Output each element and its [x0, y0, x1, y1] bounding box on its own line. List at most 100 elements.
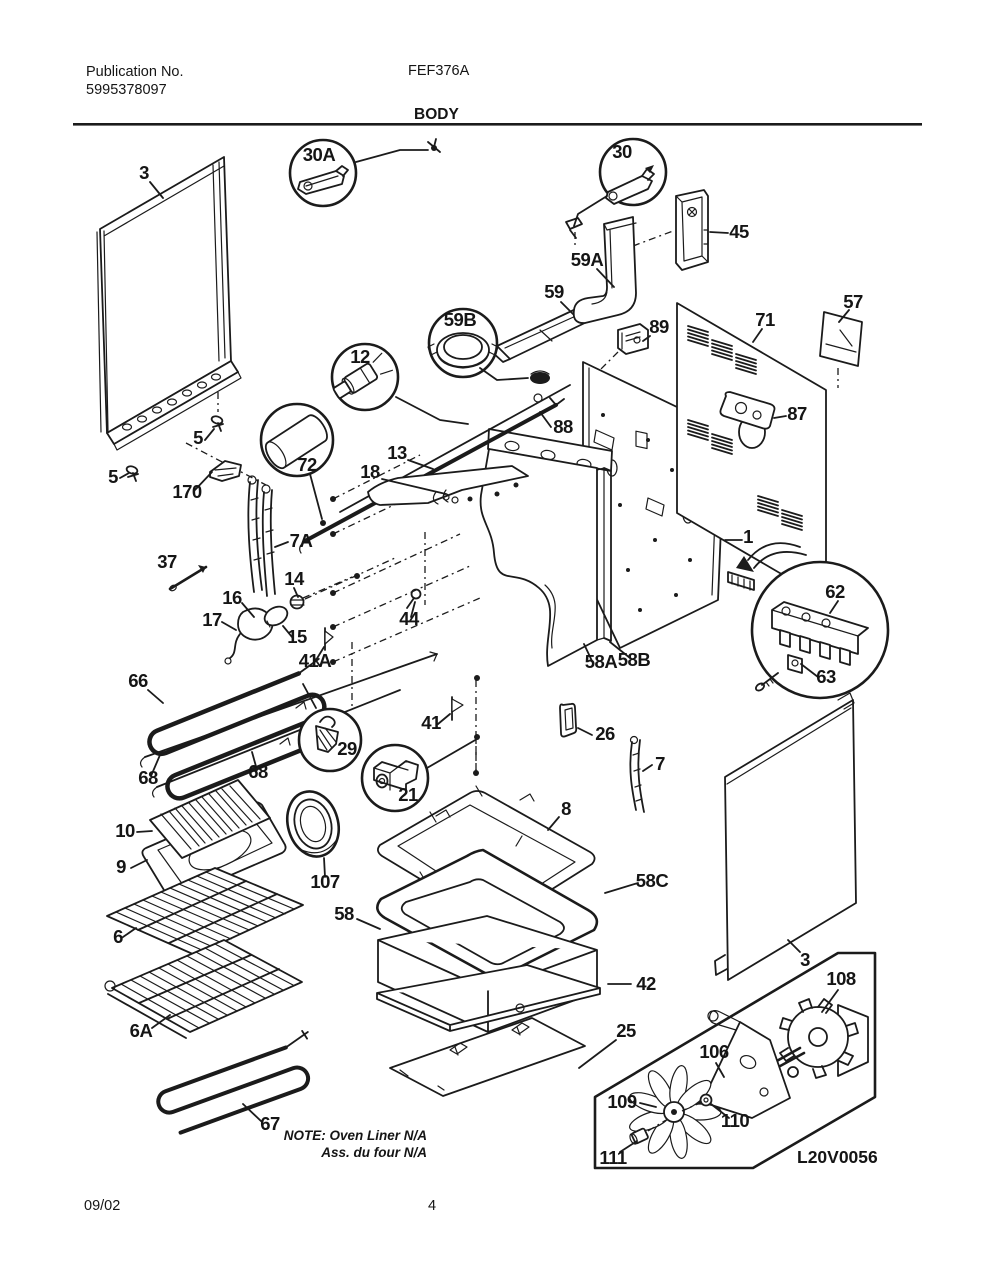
part-label-6A: 6A: [130, 1020, 153, 1041]
support-rods: [299, 384, 571, 554]
part-label-59A: 59A: [571, 249, 604, 270]
oven-rack-lower: [104, 939, 303, 1039]
part-label-26: 26: [595, 723, 615, 744]
part-label-71: 71: [755, 309, 775, 330]
part-label-29: 29: [337, 738, 357, 759]
detail-inset-12: [330, 342, 400, 412]
part-label-5: 5: [108, 466, 118, 487]
detail-inset-29: [297, 707, 363, 773]
part-label-110: 110: [721, 1110, 750, 1131]
part-label-41: 41: [421, 712, 441, 733]
part-label-62: 62: [825, 581, 845, 602]
part-label-21: 21: [398, 784, 418, 805]
fan-spacer: [629, 1127, 649, 1145]
part-label-58C: 58C: [636, 870, 669, 891]
part-label-89: 89: [649, 316, 669, 337]
model-number: FEF376A: [408, 63, 470, 79]
detail-inset-59B: [427, 307, 499, 379]
base-sheet: [389, 1017, 586, 1097]
part-label-58: 58: [334, 903, 354, 924]
part-label-63: 63: [816, 666, 836, 687]
cover-plate-57: [819, 311, 863, 367]
section-title: BODY: [414, 106, 459, 123]
bake-element: [139, 651, 438, 801]
oven-rack-upper: [106, 867, 304, 956]
broiler-insert: [149, 779, 271, 859]
part-label-13: 13: [387, 442, 407, 463]
part-label-10: 10: [115, 820, 135, 841]
fan-blade: [629, 1065, 722, 1159]
bottom-panel: [376, 964, 601, 1032]
leader-lines: [119, 149, 850, 1153]
part-label-72: 72: [297, 454, 317, 475]
part-label-57: 57: [843, 291, 863, 312]
detail-inset-21: [360, 743, 430, 813]
broil-element: [156, 1029, 311, 1135]
part-label-7A: 7A: [290, 530, 313, 551]
footer-page-number: 4: [428, 1198, 436, 1214]
note-line-2: Ass. du four N/A: [320, 1145, 427, 1160]
detail-inset-30: [598, 137, 668, 207]
broiler-pan-group: [141, 779, 340, 900]
part-label-12: 12: [350, 346, 370, 367]
part-label-14: 14: [284, 568, 305, 589]
part-label-7: 7: [655, 753, 665, 774]
part-label-58B: 58B: [618, 649, 651, 670]
oven-liner-support: [479, 428, 613, 667]
part-label-42: 42: [636, 973, 656, 994]
part-label-15: 15: [287, 626, 307, 647]
small-fasteners: [125, 138, 583, 592]
part-label-88: 88: [553, 416, 573, 437]
diagram-code: L20V0056: [797, 1147, 878, 1167]
part-label-109: 109: [607, 1091, 637, 1112]
detail-inset-30A: [288, 138, 358, 208]
part-label-59B: 59B: [444, 309, 477, 330]
publication-label: Publication No.: [86, 64, 184, 80]
part-label-8: 8: [561, 798, 571, 819]
part-label-87: 87: [787, 403, 807, 424]
oven-light-assembly: [224, 576, 353, 665]
part-label-30A: 30A: [303, 144, 336, 165]
part-label-68: 68: [138, 767, 158, 788]
fan-assembly-inset: [593, 951, 877, 1170]
part-label-37: 37: [157, 551, 177, 572]
part-label-67: 67: [260, 1113, 280, 1134]
part-label-106: 106: [699, 1041, 729, 1062]
part-label-45: 45: [729, 221, 749, 242]
grommet: [530, 372, 550, 384]
footer-date: 09/02: [84, 1198, 120, 1214]
terminal-block-part: [727, 542, 807, 591]
part-label-18: 18: [360, 461, 380, 482]
part-label-9: 9: [116, 856, 126, 877]
part-label-41A: 41A: [299, 650, 332, 671]
text-layer: Publication No. 5995378097 FEF376A BODY …: [84, 63, 878, 1214]
rack-slides: [247, 475, 645, 813]
part-label-58A: 58A: [585, 651, 618, 672]
part-label-68: 68: [248, 761, 268, 782]
bracket-45: [675, 189, 709, 271]
part-label-107: 107: [310, 871, 340, 892]
detail-inset-62-63: [750, 560, 890, 700]
part-label-1: 1: [743, 526, 753, 547]
part-label-3: 3: [800, 949, 810, 970]
part-label-5: 5: [193, 427, 203, 448]
side-panel-left: [96, 156, 242, 451]
part-label-59: 59: [544, 281, 564, 302]
part-label-3: 3: [139, 162, 149, 183]
vent-duct: [491, 216, 637, 384]
side-panel-right: [714, 692, 857, 981]
part-label-108: 108: [826, 968, 856, 989]
note-line-1: NOTE: Oven Liner N/A: [284, 1128, 427, 1143]
part-label-111: 111: [599, 1147, 627, 1168]
part-label-16: 16: [222, 587, 242, 608]
detail-inset-72: [259, 402, 335, 478]
bracket-18: [367, 465, 529, 506]
part-label-30: 30: [612, 141, 632, 162]
oven-vent: [286, 790, 340, 858]
part-label-6: 6: [113, 926, 123, 947]
fan-nut: [699, 1093, 713, 1107]
plate-87: [719, 391, 776, 430]
